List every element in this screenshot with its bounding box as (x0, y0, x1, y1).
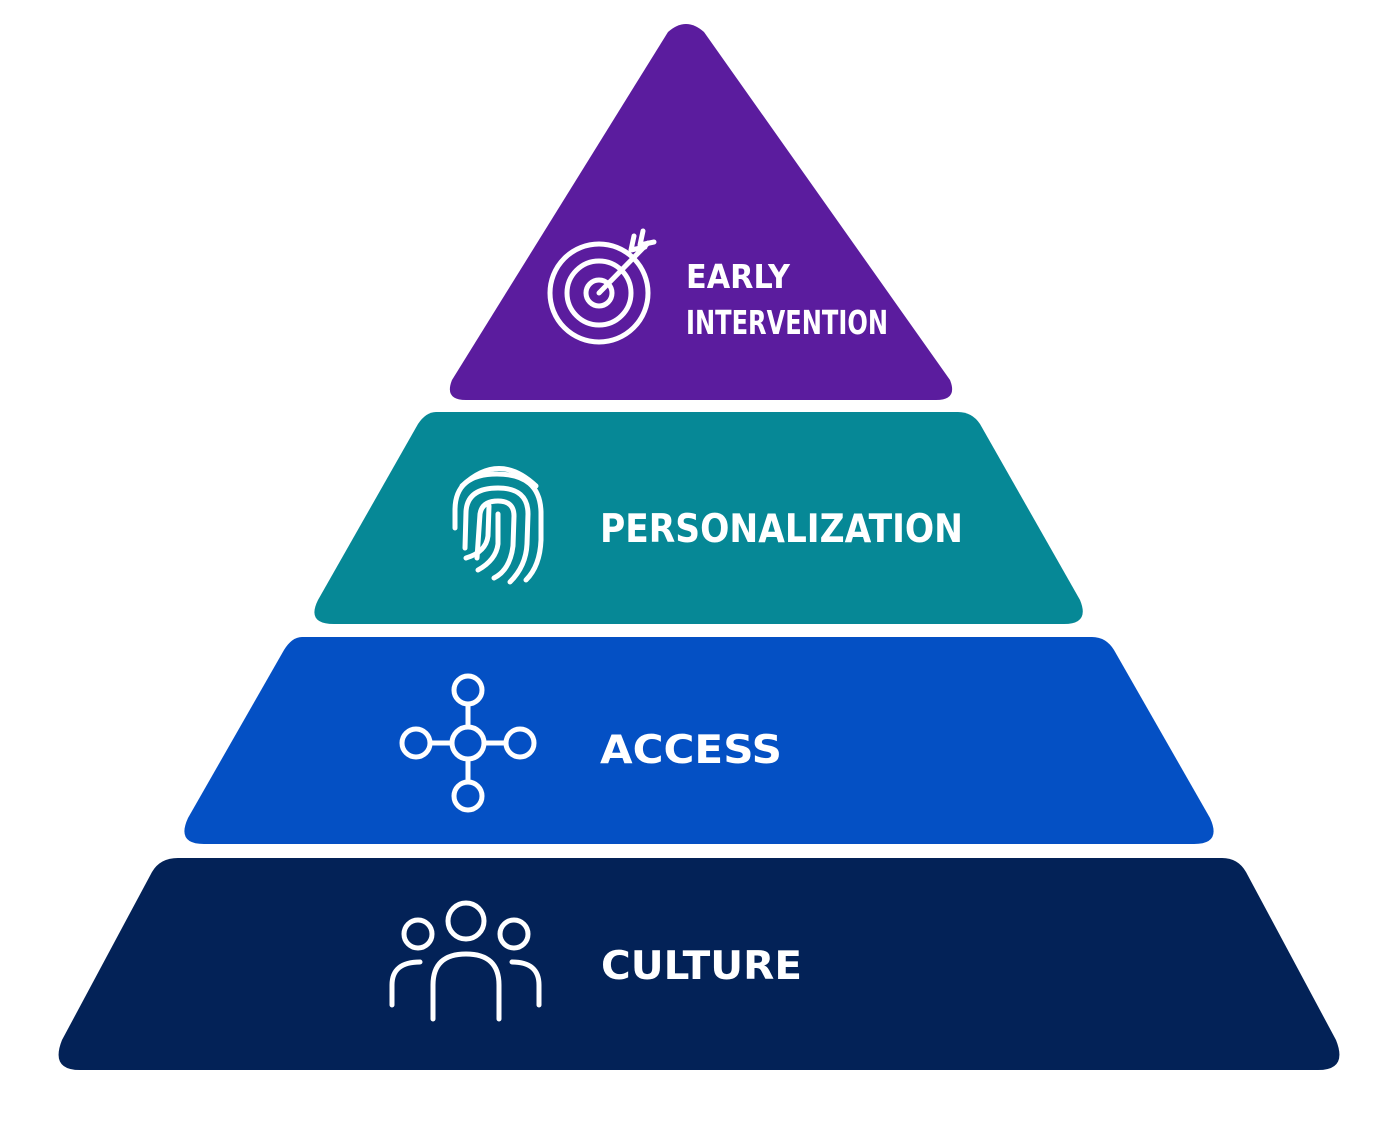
tier-culture-shape (58, 858, 1340, 1070)
tier-culture: CULTURE (58, 858, 1340, 1070)
fingerprint-icon (452, 466, 544, 585)
tier-personalization-label: PERSONALIZATION (600, 507, 963, 552)
people-icon (389, 900, 542, 1022)
tier-personalization-shape (314, 412, 1083, 624)
tier-access-shape (184, 637, 1214, 844)
network-icon (399, 673, 537, 813)
tier-early-intervention: EARLY INTERVENTION (449, 24, 953, 400)
tier-personalization: PERSONALIZATION (314, 412, 1083, 624)
tier-access: ACCESS (184, 637, 1214, 844)
tier-early-intervention-label-line-2: INTERVENTION (686, 303, 888, 342)
tier-access-label: ACCESS (600, 728, 782, 773)
tier-early-intervention-label-line-1: EARLY (686, 257, 791, 296)
tier-culture-label: CULTURE (601, 944, 802, 989)
target-icon (547, 228, 657, 345)
tier-early-intervention-shape (449, 24, 953, 400)
